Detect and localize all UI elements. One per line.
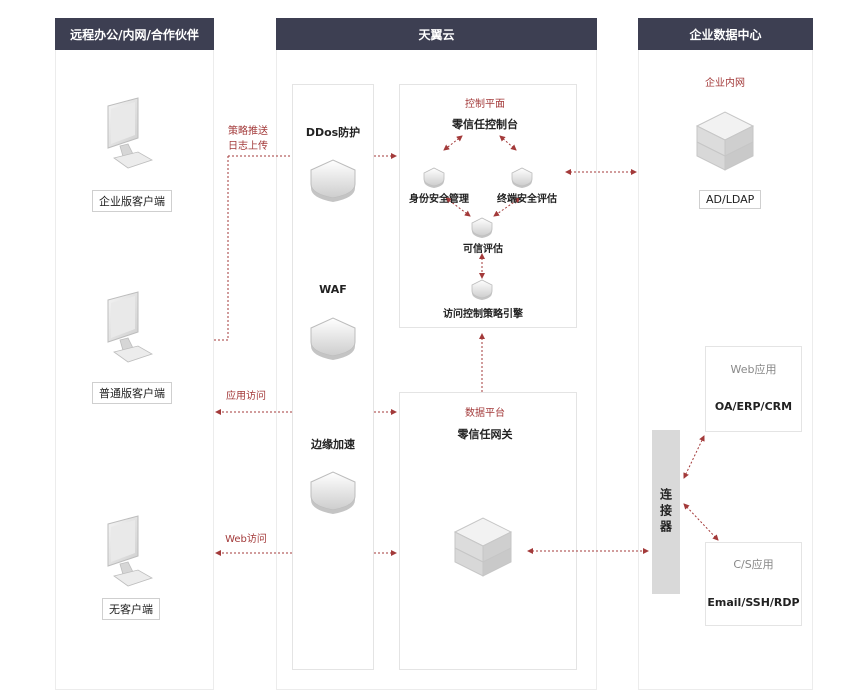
terminal-security-label: 终端安全评估 [497, 194, 557, 205]
trust-evaluation-label: 可信评估 [463, 244, 503, 255]
waf-shield-icon [310, 317, 356, 361]
zero-trust-console-label: 零信任控制台 [452, 118, 518, 131]
gateway-server-icon [454, 517, 512, 577]
connector-label: 连接器 [658, 488, 673, 536]
identity-security-label: 身份安全管理 [409, 194, 469, 205]
cloud-column-header: 天翼云 [276, 18, 597, 50]
acceleration-label: 边缘加速 [311, 438, 355, 451]
acceleration-shield-icon [310, 471, 356, 515]
ad-ldap-label: AD/LDAP [699, 190, 762, 209]
web-app-label: OA/ERP/CRM [714, 400, 793, 413]
cs-app-box [705, 542, 802, 626]
datacenter-column-header: 企业数据中心 [638, 18, 813, 50]
identity-shield-icon [423, 167, 445, 189]
web-app-box [705, 346, 802, 432]
ddos-label: DDos防护 [305, 126, 361, 139]
policy-push-label: 策略推送 [228, 126, 268, 137]
trust-shield-icon [471, 217, 493, 239]
engine-shield-icon [471, 279, 493, 301]
no-client-monitor-icon [107, 515, 153, 587]
intranet-label: 企业内网 [705, 78, 745, 89]
enterprise-client-label: 企业版客户端 [92, 190, 172, 212]
waf-label: WAF [319, 283, 347, 296]
enterprise-client-monitor-icon [107, 97, 153, 169]
terminal-shield-icon [511, 167, 533, 189]
log-upload-label: 日志上传 [228, 141, 268, 152]
web-access-label: Web访问 [225, 534, 267, 545]
normal-client-label: 普通版客户端 [92, 382, 172, 404]
no-client-label: 无客户端 [102, 598, 160, 620]
remote-column-header: 远程办公/内网/合作伙伴 [55, 18, 214, 50]
ddos-shield-icon [310, 159, 356, 203]
policy-engine-label: 访问控制策略引擎 [443, 309, 523, 320]
connector-box: 连接器 [652, 430, 680, 594]
policy-line [214, 156, 229, 341]
ad-server-icon [696, 111, 754, 171]
app-access-label: 应用访问 [226, 391, 266, 402]
control-plane-title: 控制平面 [465, 99, 505, 110]
data-plane-title: 数据平台 [465, 408, 505, 419]
cs-app-label: Email/SSH/RDP [707, 596, 800, 609]
zero-trust-gateway-label: 零信任网关 [457, 428, 513, 441]
cs-app-title: C/S应用 [733, 558, 774, 571]
normal-client-monitor-icon [107, 291, 153, 363]
web-app-title: Web应用 [730, 363, 777, 376]
